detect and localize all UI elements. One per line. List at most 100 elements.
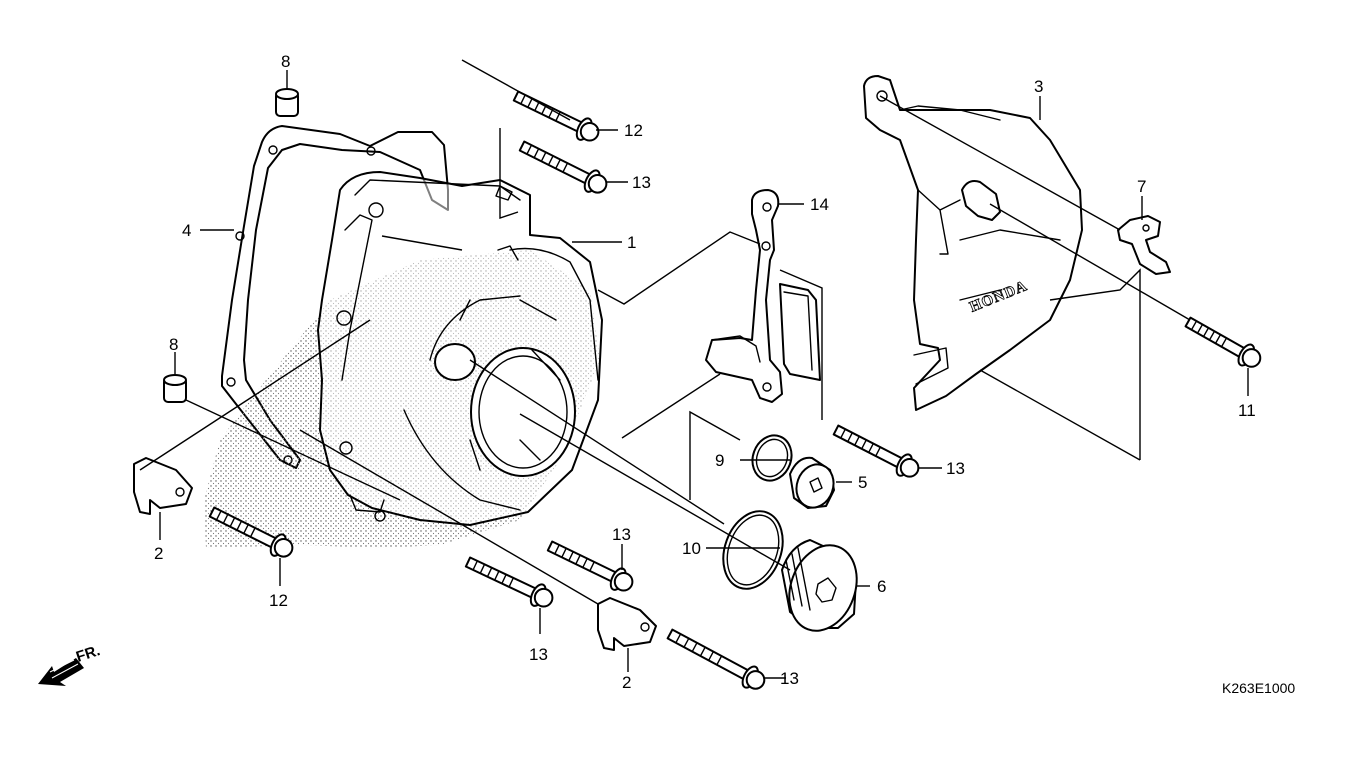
- bushing-part-8-lower: [163, 374, 187, 403]
- bolt-part-13-middle-thread: [575, 554, 581, 565]
- bolt-part-13-right: [832, 424, 920, 478]
- bolt-part-13-middle: [546, 540, 634, 592]
- bolt-part-13-bottom-thread: [707, 650, 715, 662]
- callout-number: 8: [281, 52, 290, 71]
- bolt-part-12-lower-thread: [215, 510, 222, 521]
- bolt-part-13-middle-thread: [582, 557, 588, 569]
- bolt-part-13-bottom-thread: [716, 655, 723, 666]
- bolt-part-13-upper-thread: [555, 158, 561, 170]
- bolt-part-13-upper-thread: [533, 148, 540, 159]
- bracket-part-14: [705, 189, 821, 403]
- bolt-part-12-lower-thread: [222, 513, 229, 524]
- bolt-part-13-lower-thread: [479, 563, 486, 575]
- bolt-part-13-right-thread: [840, 428, 846, 439]
- callout-number: 11: [1238, 401, 1256, 420]
- clamp-part-2-left: [133, 457, 193, 515]
- bolt-part-11: [1184, 316, 1262, 368]
- bolt-part-13-upper: [518, 140, 608, 194]
- callout-number: 13: [632, 173, 651, 192]
- bolt-part-13-right-thread: [861, 439, 867, 450]
- bushing-part-8-upper: [275, 88, 299, 117]
- bolt-part-13-right-thread: [847, 432, 853, 443]
- bolt-part-12-lower: [208, 506, 294, 558]
- plug-part-6: [781, 539, 858, 632]
- bolt-part-11-thread: [1202, 327, 1210, 338]
- bolt-part-13-middle-thread: [568, 551, 574, 562]
- heat-shield-part-3: HONDA: [863, 75, 1083, 411]
- front-direction-arrow-icon: [38, 658, 84, 686]
- bolt-part-13-upper-thread: [547, 155, 554, 166]
- callout-number: 13: [529, 645, 548, 664]
- clamp-part-2-right: [597, 597, 657, 651]
- callout-number: 3: [1034, 77, 1043, 96]
- callout-number: 13: [946, 459, 965, 478]
- callout-number: 14: [810, 195, 829, 214]
- bolt-part-13-bottom-thread: [675, 633, 682, 644]
- cover-part-1: [317, 171, 603, 526]
- bolt-part-13-lower-head: [533, 587, 554, 608]
- callout-number: 8: [169, 335, 178, 354]
- callout-number: 2: [154, 544, 163, 563]
- bolt-part-13-lower-thread: [472, 560, 479, 571]
- bolt-part-13-right-thread: [854, 435, 860, 446]
- callout-number: 9: [715, 451, 724, 470]
- bolt-part-13-upper-thread: [562, 162, 569, 173]
- bolt-part-12-lower-thread: [249, 527, 256, 538]
- bolt-part-13-lower: [464, 556, 554, 608]
- callout-number: 10: [682, 539, 701, 558]
- bolt-part-11-thread: [1220, 337, 1228, 348]
- bolt-part-12-upper-thread: [527, 97, 533, 108]
- bolt-part-13-right-head: [899, 458, 920, 478]
- bolt-part-13-lower-thread: [501, 573, 507, 585]
- bolt-part-13-middle-head: [613, 571, 634, 592]
- bolts-group: [208, 90, 1262, 690]
- plug-part-5: [789, 456, 835, 509]
- callout-number: 12: [269, 591, 288, 610]
- bolt-part-13-lower-thread: [508, 577, 515, 588]
- bolt-part-13-middle-thread: [554, 544, 560, 555]
- bolt-part-13-right-thread: [868, 442, 874, 454]
- bolt-part-11-thread: [1208, 330, 1216, 341]
- bolt-part-13-bottom: [666, 628, 766, 690]
- bolt-part-13-bottom-thread: [683, 637, 690, 648]
- callout-number: 13: [612, 525, 631, 544]
- callout-number: 7: [1137, 177, 1146, 196]
- callouts: 1 2 2 3 4 5 6 7 8 8 9 10 11 12 12 13 13 …: [154, 52, 1256, 692]
- bolt-part-11-thread: [1190, 320, 1198, 331]
- bolt-part-12-lower-thread: [243, 523, 249, 535]
- front-direction-label: FR.: [74, 642, 102, 666]
- callout-number: 4: [182, 221, 191, 240]
- bolt-part-13-middle-thread: [589, 561, 595, 572]
- clip-part-7: [1117, 215, 1171, 275]
- bolt-part-12-upper: [512, 90, 600, 142]
- diagram-code: K263E1000: [1222, 680, 1295, 696]
- bolt-part-13-right-thread: [875, 446, 881, 457]
- callout-number: 12: [624, 121, 643, 140]
- bolt-part-11-thread: [1196, 323, 1204, 334]
- bolt-part-13-bottom-thread: [699, 646, 706, 657]
- o-ring-part-10: [722, 510, 784, 590]
- o-ring-part-9: [751, 434, 793, 482]
- bolt-part-13-upper-thread: [540, 151, 547, 162]
- bolt-part-13-lower-thread: [486, 566, 493, 578]
- bolt-part-11-head: [1241, 348, 1262, 368]
- bolt-part-12-lower-head: [273, 537, 294, 558]
- bolt-part-12-upper-head: [579, 121, 600, 142]
- bolt-part-13-middle-thread: [561, 547, 567, 558]
- bolt-part-12-lower-thread: [229, 517, 236, 528]
- reference-lines: [139, 59, 1249, 679]
- bolt-part-12-upper-thread: [520, 94, 526, 105]
- bolt-part-13-upper-thread: [526, 144, 533, 155]
- bolt-part-12-lower-thread: [236, 520, 243, 531]
- callout-number: 6: [877, 577, 886, 596]
- callout-number: 13: [780, 669, 799, 688]
- bolt-part-13-lower-thread: [493, 570, 500, 581]
- bolt-part-11-thread: [1214, 333, 1222, 345]
- bolt-part-13-bottom-thread: [691, 642, 698, 653]
- callout-number: 1: [627, 233, 636, 252]
- bolt-part-13-bottom-head: [745, 670, 766, 690]
- callout-number: 5: [858, 473, 867, 492]
- callout-number: 2: [622, 673, 631, 692]
- bolt-part-13-upper-head: [587, 173, 608, 194]
